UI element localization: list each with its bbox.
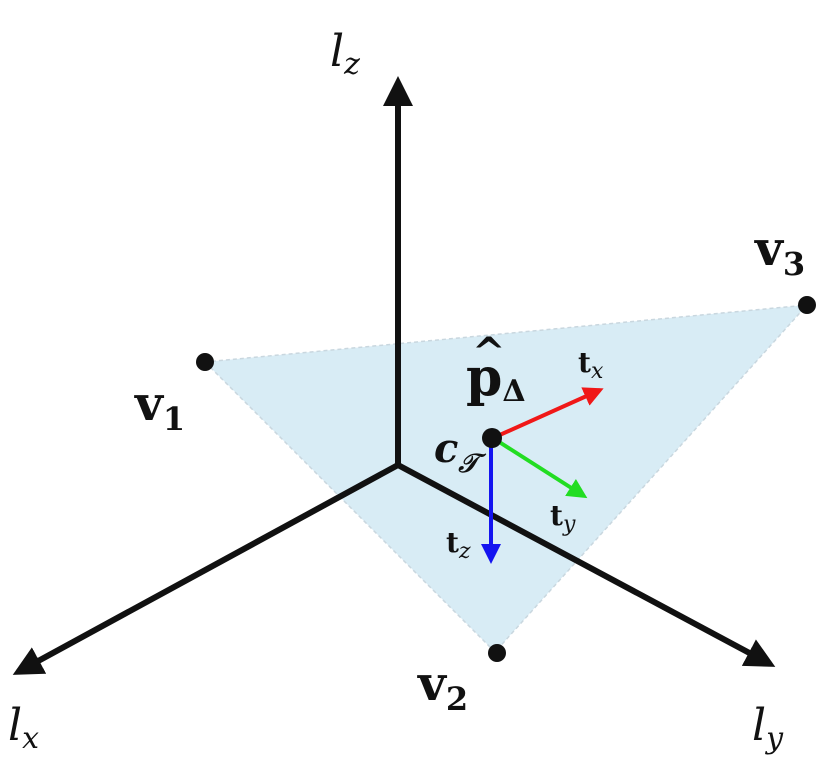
label-v2: v2 [417, 656, 468, 718]
label-tx: tx [578, 346, 604, 384]
label-lz: lz [330, 26, 360, 82]
label-p-delta: pΔ [466, 347, 526, 409]
label-v3: v3 [754, 221, 805, 283]
triangle-plane [203, 304, 809, 654]
vector-ty [491, 436, 588, 499]
label-ly: ly [752, 700, 784, 756]
vertex-v1-dot [196, 353, 214, 371]
label-v1: v1 [134, 376, 185, 438]
label-p-hat: ^ [472, 329, 506, 376]
label-tz: tz [446, 526, 471, 564]
center-dot [482, 428, 502, 448]
axis-lx [12, 462, 400, 675]
vertex-v2-dot [488, 644, 506, 662]
axis-ly [396, 462, 776, 667]
label-lx: lx [8, 700, 39, 756]
vertex-v3-dot [798, 296, 816, 314]
label-ty: ty [550, 499, 576, 537]
vector-tx [492, 387, 604, 440]
